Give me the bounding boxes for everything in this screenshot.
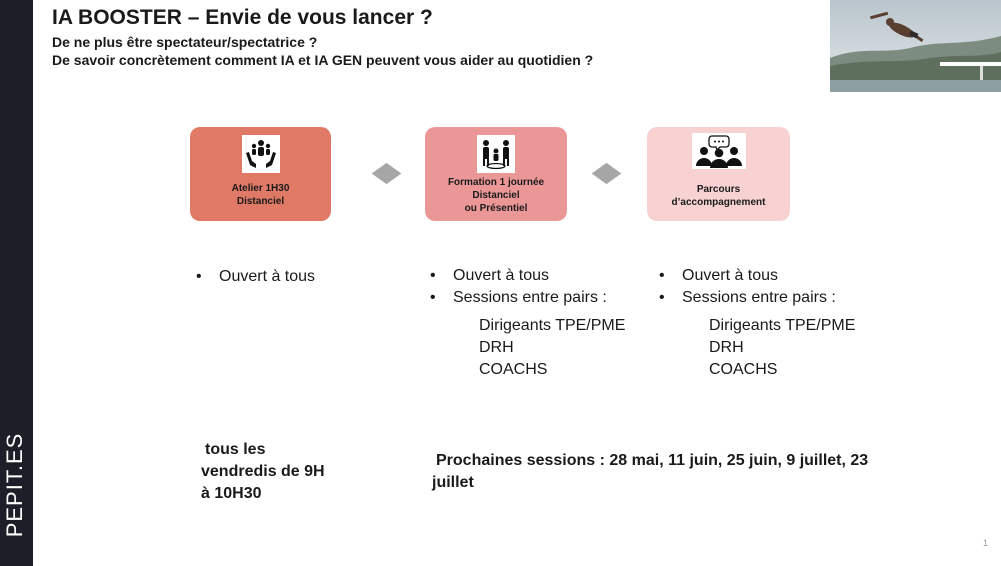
connector-diamond [371, 162, 402, 185]
offer-3-audiences: Dirigeants TPE/PME DRH COACHS [709, 315, 855, 381]
list-item: COACHS [479, 361, 548, 378]
group-meeting-icon [477, 135, 515, 173]
slide-subtitle-1: De ne plus être spectateur/spectatrice ? [52, 34, 318, 50]
list-item: Dirigeants TPE/PME [479, 317, 626, 334]
offer-3-bullets: Ouvert à tous Sessions entre pairs : [659, 265, 836, 309]
list-item: Ouvert à tous [430, 265, 607, 287]
offer-2-bullets: Ouvert à tous Sessions entre pairs : [430, 265, 607, 309]
offer-label-line: d’accompagnement [671, 197, 766, 208]
discussion-group-icon [691, 133, 746, 169]
next-sessions: Prochaines sessions : 28 mai, 11 juin, 2… [432, 450, 868, 494]
offer-1-bullets: Ouvert à tous [196, 266, 315, 288]
offer-label-line: Formation 1 journée [447, 177, 545, 188]
list-item: COACHS [709, 361, 778, 378]
offer-label-line: ou Présentiel [464, 203, 528, 214]
schedule-line: à 10H30 [201, 485, 262, 502]
list-item: Ouvert à tous [659, 265, 836, 287]
offer-card-workshop: Atelier 1H30 Distanciel [190, 127, 331, 221]
diver-photo [830, 0, 1001, 92]
list-item: Sessions entre pairs : [430, 287, 607, 309]
offer-label-line: Parcours [696, 184, 741, 195]
slide-title: IA BOOSTER – Envie de vous lancer ? [52, 6, 433, 29]
connector-diamond [591, 162, 622, 185]
offer-card-coaching: Parcours d’accompagnement [647, 127, 790, 221]
list-item: Ouvert à tous [196, 266, 315, 288]
schedule-line: juillet [432, 474, 474, 491]
brand-label: PEPIT.ES [2, 432, 27, 538]
offer-card-training: Formation 1 journée Distanciel ou Présen… [425, 127, 567, 221]
brand-sidebar: PEPIT.ES [0, 0, 33, 566]
offer-2-audiences: Dirigeants TPE/PME DRH COACHS [479, 315, 625, 381]
page-number: 1 [983, 538, 989, 548]
offer-label-line: Distanciel [472, 190, 520, 201]
workshop-schedule: tous les vendredis de 9H à 10H30 [201, 439, 325, 505]
offer-label-line: Atelier 1H30 [231, 183, 290, 194]
schedule-line: vendredis de 9H [201, 463, 325, 480]
list-item: DRH [709, 339, 744, 356]
schedule-line: tous les [205, 441, 266, 458]
list-item: Dirigeants TPE/PME [709, 317, 856, 334]
list-item: Sessions entre pairs : [659, 287, 836, 309]
slide-subtitle-2: De savoir concrètement comment IA et IA … [52, 52, 594, 68]
people-in-hands-icon [241, 135, 280, 173]
schedule-line: Prochaines sessions : 28 mai, 11 juin, 2… [436, 452, 869, 469]
list-item: DRH [479, 339, 514, 356]
offer-label-line: Distanciel [236, 196, 285, 207]
